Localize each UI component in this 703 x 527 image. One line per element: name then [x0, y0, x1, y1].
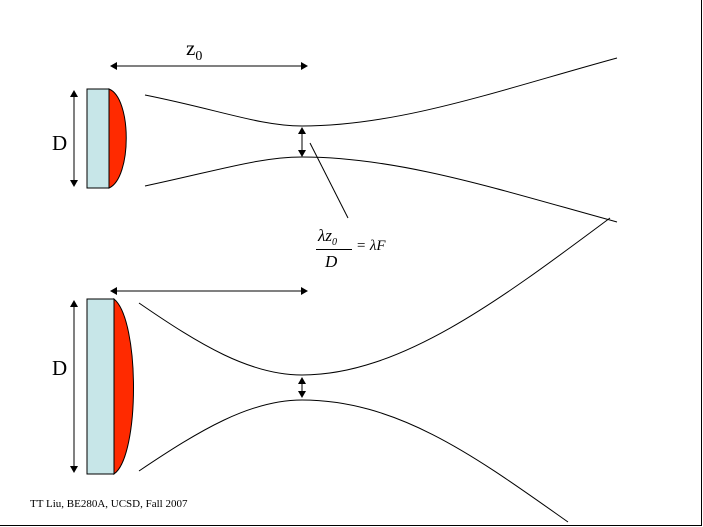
top-aperture-label: D — [52, 131, 68, 155]
top-lens-body — [86, 88, 110, 189]
z0-label-main: z — [186, 36, 196, 60]
bottom-lens-body — [86, 298, 115, 475]
top-lens-curve — [108, 88, 127, 189]
top-beam-lower — [144, 156, 618, 223]
z0-label: z0 — [186, 36, 202, 64]
formula-rhs: = λF — [356, 238, 386, 254]
formula-denominator: D — [325, 252, 338, 271]
top-beam-upper — [144, 57, 618, 127]
bottom-lens-curve — [113, 297, 134, 475]
formula-leader-line — [309, 142, 349, 219]
bottom-beam-lower — [138, 399, 569, 523]
bottom-beam-upper — [138, 217, 611, 376]
footer-credit: TT Liu, BE280A, UCSD, Fall 2007 — [30, 498, 188, 510]
formula-numerator: λz0 — [318, 226, 337, 248]
formula-fraction-bar — [316, 249, 352, 250]
z0-label-sub: 0 — [195, 49, 203, 64]
bottom-aperture-label: D — [52, 356, 68, 380]
